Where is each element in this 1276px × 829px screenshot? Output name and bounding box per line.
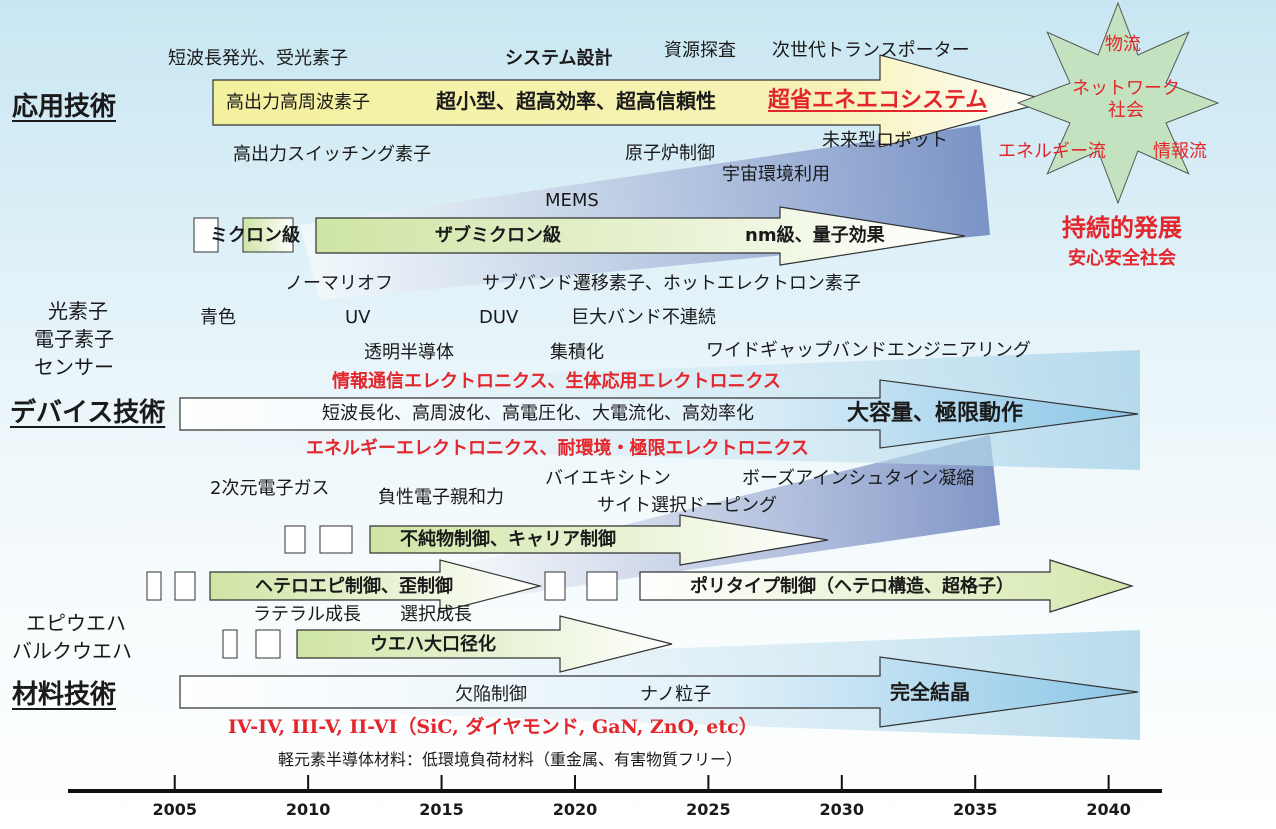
heading-application: 応用技術 [12,92,117,122]
material-big-arrow-label: 欠陥制御 [455,684,527,705]
scale-arrow [315,206,966,266]
hetero-box-2 [174,571,196,601]
network-star [1016,1,1220,205]
micron-box-2 [242,217,294,253]
device-arrow-label: 大容量、極限動作 [847,401,1024,426]
device-tag: 集積化 [550,342,604,363]
fan-shape-lower [420,435,1000,600]
material-arrow [179,656,1139,728]
wafer-box-2 [255,629,281,659]
material-big-arrow-label: 完全結晶 [890,680,970,704]
material-big-arrow-label: ナノ粒子 [640,684,712,705]
app-tag: 高出力スイッチング素子 [233,144,431,165]
timeline-year-label: 2005 [152,800,197,819]
app-tag: 未来型ロボット [822,130,948,151]
material-tag: ボーズアインシュタイン凝縮 [742,468,975,489]
material-tag: ラテラル成長 [253,604,361,625]
polytype-arrow [639,559,1134,613]
material-arrow-label: ウエハ大口径化 [370,634,496,655]
device-tag: サブバンド遷移素子、ホットエレクトロン素子 [482,273,861,294]
device-left-label: センサー [34,355,114,379]
material-tag: 2次元電子ガス [210,478,330,499]
impurity-box-2 [319,525,353,554]
app-arrow-label: 超小型、超高効率、超高信頼性 [436,89,716,113]
device-tag: ワイドギャップバンドエンジニアリング [706,340,1031,361]
device-tag: ノーマリオフ [285,273,393,294]
scale-label: ザブミクロン級 [435,225,561,246]
impurity-box-1 [284,525,306,554]
heading-material: 材料技術 [12,680,117,710]
star-center-label: ネットワーク 社会 [1072,78,1180,121]
hetero-arrow [209,559,543,613]
app-arrow-label: 高出力高周波素子 [226,92,370,113]
app-tag: 次世代トランスポーター [772,40,970,61]
device-arrow-label: 短波長化、高周波化、高電圧化、大電流化、高効率化 [322,403,754,424]
goal-main: 持続的発展 [1062,214,1182,242]
timeline-year-label: 2010 [285,800,331,819]
device-tag: 巨大バンド不連続 [571,307,716,328]
hetero-box-1 [146,571,162,601]
device-red-top: 情報通信エレクトロニクス、生体応用エレクトロニクス [332,371,781,392]
fan-shape-upper [300,125,990,300]
star-left-label: エネルギー流 [998,141,1106,162]
device-tag: 透明半導体 [364,342,454,363]
material-arrow-label: ヘテロエピ制御、歪制御 [255,576,453,597]
timeline-year-label: 2025 [686,800,731,819]
app-tag: 短波長発光、受光素子 [168,48,348,69]
polytype-box-2 [586,571,618,601]
timeline-year-label: 2035 [952,800,998,819]
material-tag: 選択成長 [400,604,472,625]
material-tag: 負性電子親和力 [378,487,504,508]
wafer-label: バルクウエハ [12,639,132,663]
device-arrow [179,379,1139,449]
wafer-label: エピウエハ [26,611,126,635]
impurity-arrow [369,514,829,566]
timeline-year-label: 2040 [1086,800,1131,819]
app-tag: MEMS [545,190,599,211]
timeline-year-label: 2020 [552,800,598,819]
timeline-year-label: 2030 [819,800,865,819]
materials-red-label: IV-IV, III-V, II-VI（SiC, ダイヤモンド, GaN, Zn… [228,716,758,738]
device-left-label: 電子素子 [34,327,114,351]
app-tag: 宇宙環境利用 [722,164,830,185]
scale-label: nm級、量子効果 [745,225,885,246]
device-tag: UV [345,307,371,328]
application-arrow [212,54,1053,148]
light-elements-label: 軽元素半導体材料：低環境負荷材料（重金属、有害物質フリー） [278,750,743,769]
device-tag: 青色 [200,307,236,328]
material-tag: バイエキシトン [545,468,671,489]
material-tag: サイト選択ドーピング [597,495,777,516]
app-arrow-label-eco: 超省エネエコシステム [768,88,988,113]
app-tag: 資源探査 [664,40,736,61]
device-left-label: 光素子 [48,299,108,323]
micron-box-1 [193,217,219,253]
material-arrow-label: ポリタイプ制御（ヘテロ構造、超格子） [690,576,1014,597]
app-tag: 原子炉制御 [625,143,715,164]
timeline-year-label: 2015 [419,800,464,819]
polytype-box-1 [544,571,566,601]
star-right-label: 情報流 [1153,141,1207,162]
app-tag: システム設計 [505,48,613,69]
material-arrow-label: 不純物制御、キャリア制御 [400,529,616,550]
wafer-box-1 [222,629,238,659]
scale-label: ミクロン級 [210,225,300,246]
device-tag: DUV [479,307,519,328]
device-red-bottom: エネルギーエレクトロニクス、耐環境・極限エレクトロニクス [306,438,809,459]
wafer-arrow [296,615,673,673]
heading-device: デバイス技術 [10,398,166,428]
star-top-label: 物流 [1105,34,1141,55]
goal-sub: 安心安全社会 [1068,248,1176,269]
